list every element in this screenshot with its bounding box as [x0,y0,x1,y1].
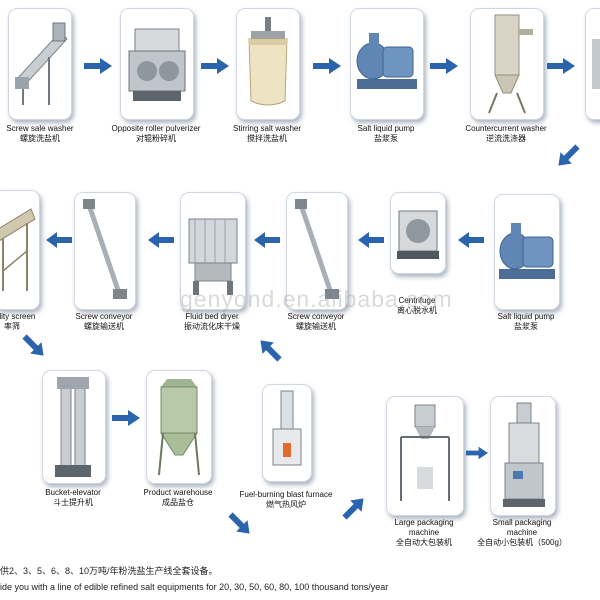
arrow-right-icon [313,58,341,74]
arrow-down-right-icon [22,334,44,356]
arrow-right-icon [430,58,458,74]
screw-conveyor-icon [75,193,135,309]
row1-end-card [585,8,600,120]
arrow-down-left-icon [558,144,580,166]
product-warehouse-card [146,370,212,484]
arrow-left-icon [46,232,72,248]
silo-icon [147,371,211,483]
vibrating-screen-icon [0,191,39,309]
arrow-right-icon [84,58,112,74]
machine-partial-icon [586,9,600,119]
arrow-right-icon [547,58,575,74]
salt-liquid-pump-2-card [494,194,560,310]
countercurrent-washer-icon [471,9,543,119]
arrow-left-icon [458,232,484,248]
arrow-up-right-icon [342,498,364,520]
screw-conveyor-1-card [74,192,136,310]
probability-screen-card [0,190,40,310]
pump-icon [495,195,559,309]
watermark: genyond.en.alibaba.com [180,286,453,312]
countercurrent-washer-card [470,8,544,120]
large-packaging-card [386,396,464,516]
caption-zh: 供2、3、5、6、8、10万吨/年粉洗盐生产线全套设备。 [0,566,218,576]
arrow-left-icon [148,232,174,248]
arrow-right-icon [112,410,140,426]
large-packaging-icon [387,397,463,515]
small-packaging-icon [491,397,555,515]
blast-furnace-icon [263,385,311,481]
salt-liquid-pump-1-card [350,8,424,120]
fluid-bed-dryer-card [180,192,246,310]
centrifuge-card [390,192,446,274]
arrow-right-icon [201,58,229,74]
stirring-tank-icon [237,9,299,119]
caption-en: ide you with a line of edible refined sa… [0,582,389,592]
bucket-elevator-card [42,370,106,484]
roller-pulverizer-icon [121,9,193,119]
centrifuge-icon [391,193,445,273]
screw-washer-icon [9,9,71,119]
blast-furnace-card [262,384,312,482]
arrow-right-icon [466,446,488,460]
arrow-up-left-icon [260,340,282,362]
arrow-left-icon [254,232,280,248]
arrow-left-icon [358,232,384,248]
small-packaging-card [490,396,556,516]
screw-salt-washer-card [8,8,72,120]
bucket-elevator-icon [43,371,105,483]
roller-pulverizer-card [120,8,194,120]
screw-conveyor-icon [287,193,347,309]
pump-icon [351,9,423,119]
arrow-down-right-icon [228,512,250,534]
stirring-salt-washer-card [236,8,300,120]
screw-conveyor-2-card [286,192,348,310]
fluid-bed-dryer-icon [181,193,245,309]
